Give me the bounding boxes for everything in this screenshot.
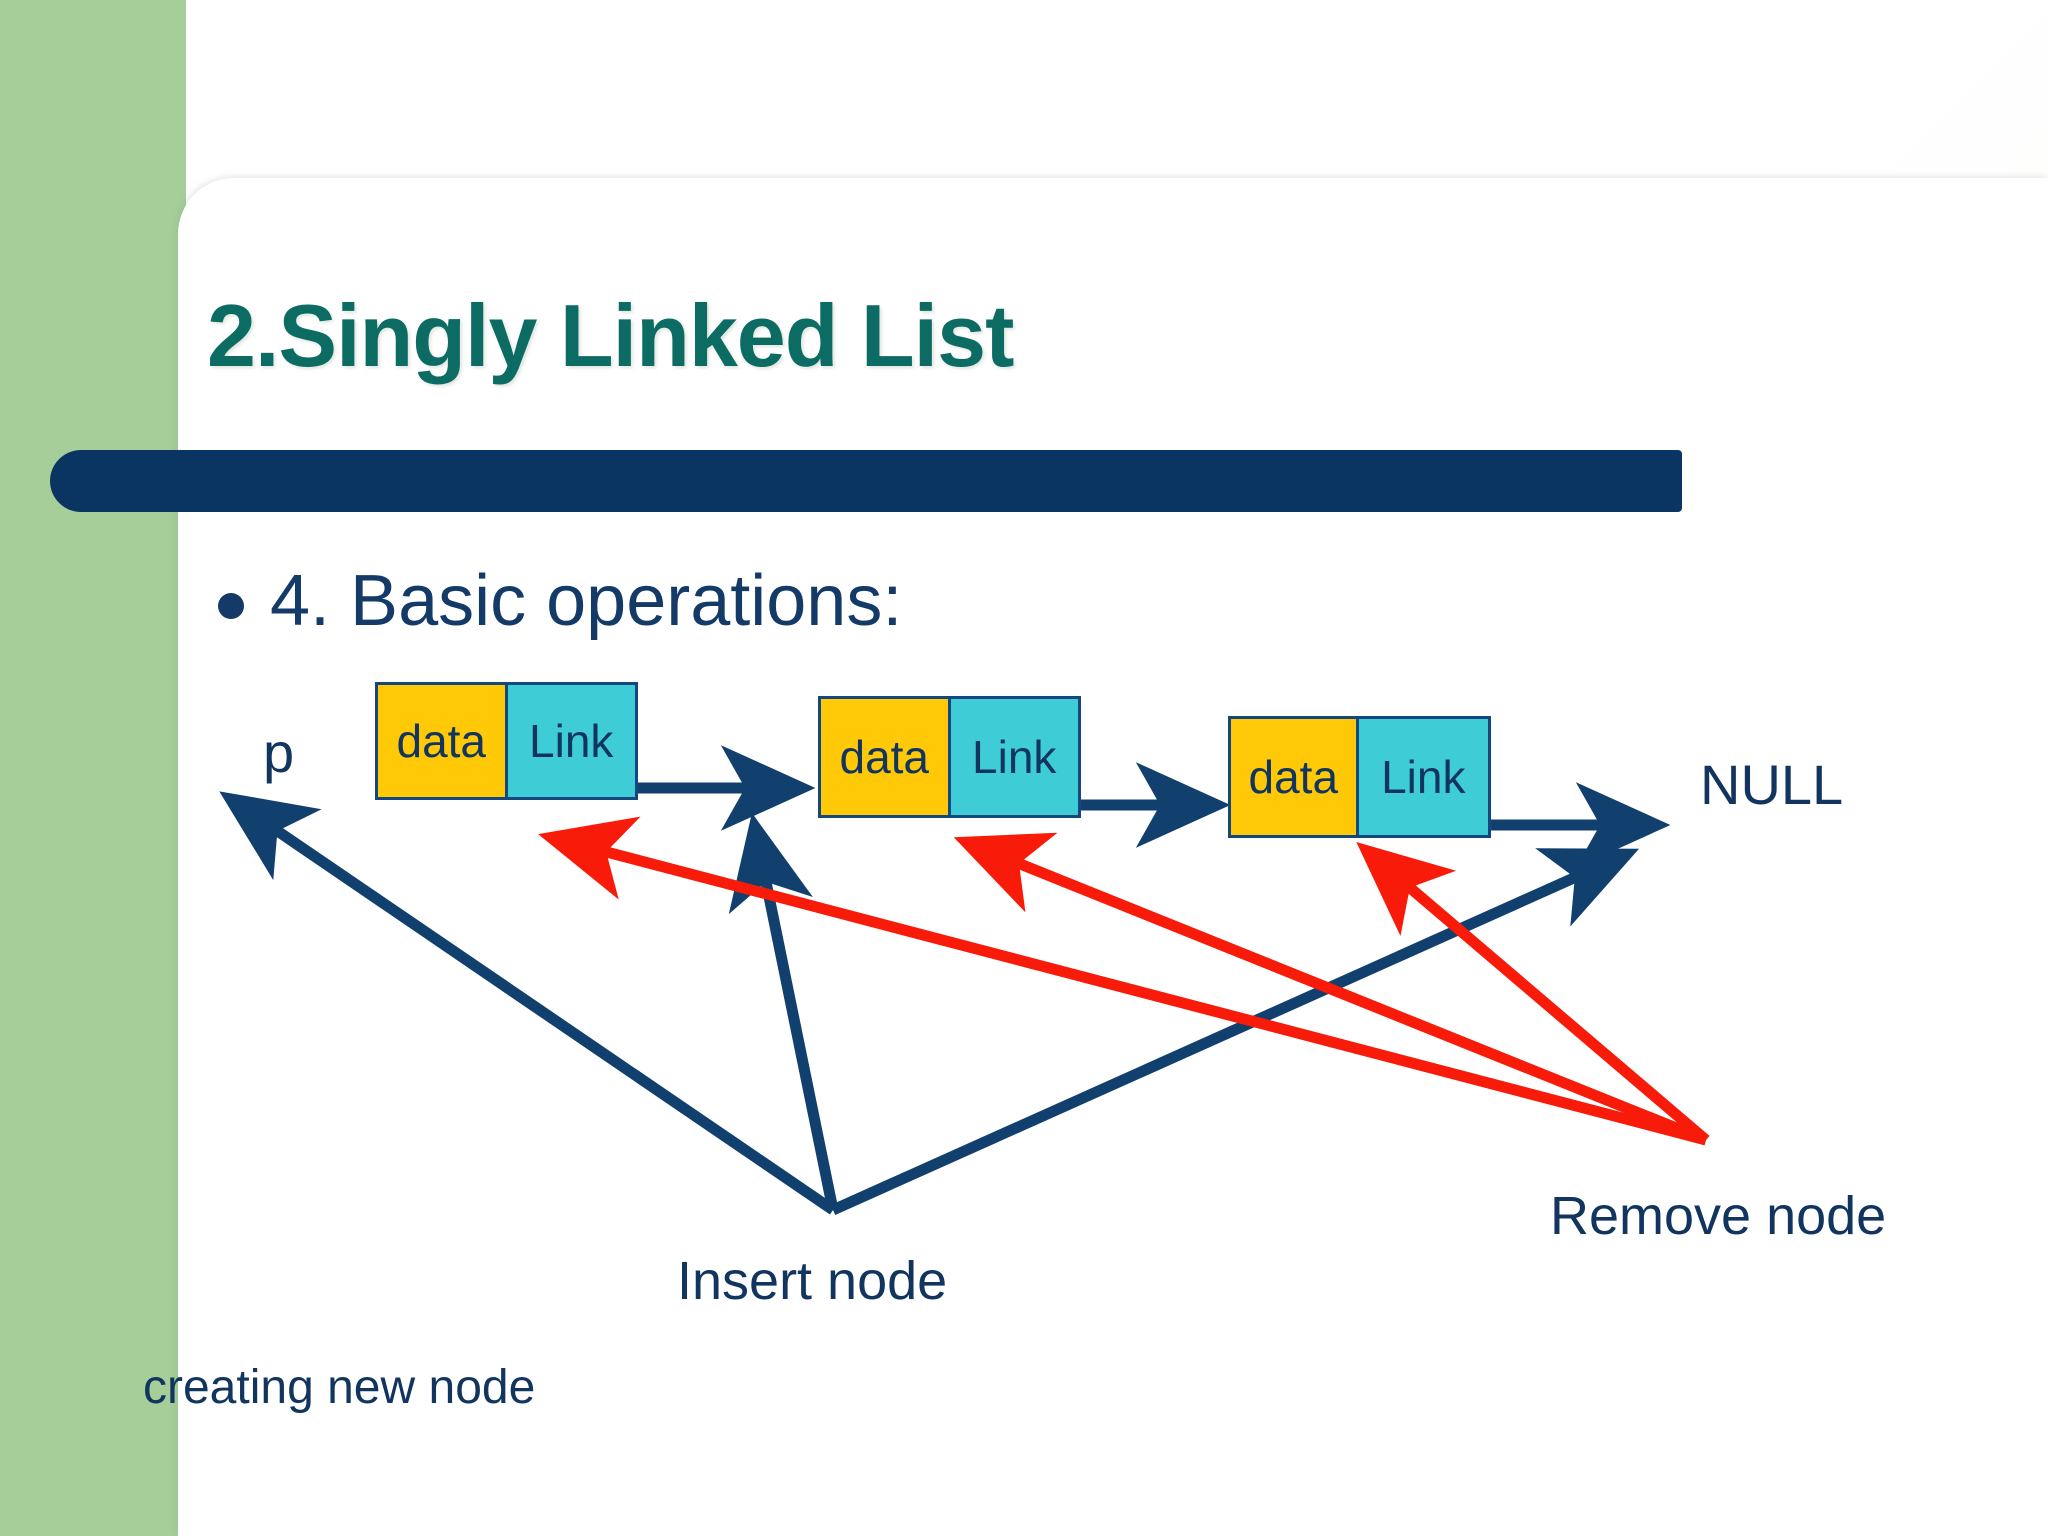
node-2-data-cell: data (821, 699, 948, 815)
null-label: NULL (1700, 753, 1844, 816)
creating-new-node-label: creating new node (143, 1361, 536, 1414)
insert-node-label: Insert node (677, 1251, 948, 1311)
left-green-band (0, 0, 186, 1536)
title-divider-bar (50, 450, 1682, 512)
list-node-3: data Link (1228, 716, 1491, 838)
page-title: 2.Singly Linked List (207, 286, 1014, 385)
node-3-data-cell: data (1231, 719, 1356, 835)
bullet-text: 4. Basic operations: (270, 561, 903, 641)
remove-node-label: Remove node (1550, 1186, 1887, 1246)
pointer-p-label: p (263, 721, 295, 784)
bullet-dot-icon (218, 593, 244, 619)
list-node-1: data Link (375, 682, 638, 800)
list-node-2: data Link (818, 696, 1081, 818)
node-1-data-cell: data (378, 685, 505, 797)
node-2-link-cell: Link (947, 699, 1078, 815)
bullet-row: 4. Basic operations: (218, 560, 902, 642)
node-3-link-cell: Link (1355, 719, 1488, 835)
node-1-link-cell: Link (504, 685, 635, 797)
